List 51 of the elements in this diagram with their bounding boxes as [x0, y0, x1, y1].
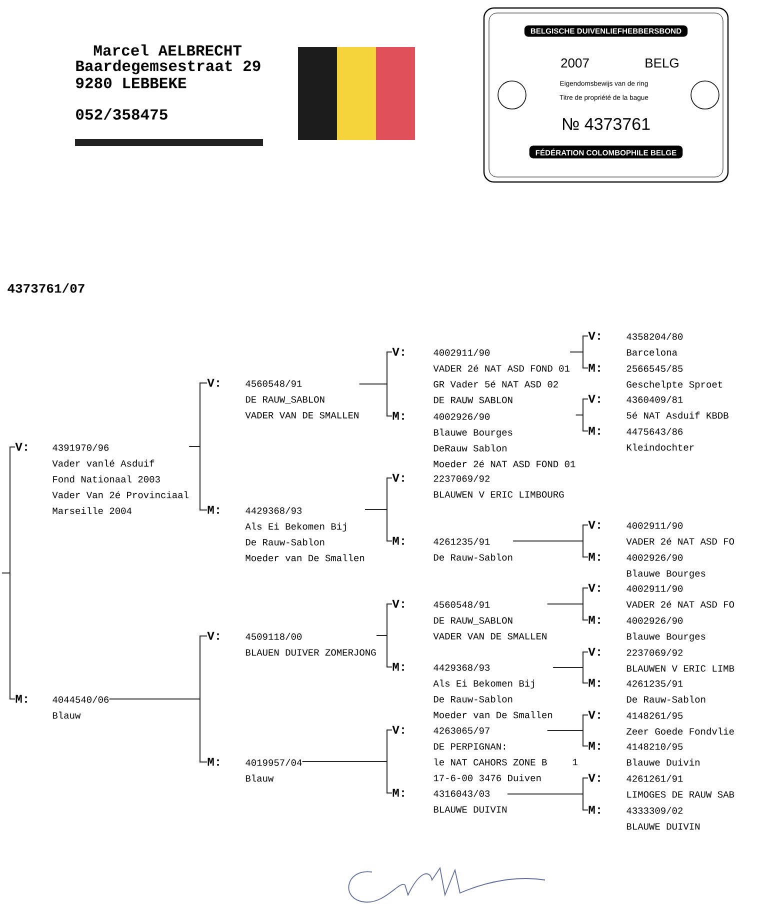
pedigree-bracket [188, 446, 208, 510]
pedigree-bracket [108, 698, 208, 762]
pedigree-entry: V: 4263065/97 DE PERPIGNAN: le NAT CAHORS ZONE B 17-6-00 3476 Duiven [392, 726, 547, 782]
pedigree-entry: V: 4360409/81 5é NAT Asduif KBDB [588, 394, 728, 419]
label-text: № 4373761 [562, 118, 650, 130]
label-text: 2007 [561, 58, 589, 68]
pedigree-entry: V: 4358204/80 Barcelona [588, 332, 683, 356]
pedigree-entry: V: 4148261/95 Zeer Goede Fondvlie [588, 710, 734, 735]
pedigree-entry: M: 4002926/90 Blauwe Bourges [588, 552, 706, 579]
pedigree-entry: V: 4391970/96 Vader vanlé Asduif Fond Nationaal 2003 Vader Van 2é Provinciaal Marseille 2004 [15, 442, 188, 514]
pedigree-entry: V: 4002911/90 VADER 2é NAT ASD FO [588, 520, 734, 545]
label-text: Baardegemsestraat 29 [76, 60, 260, 74]
pedigree-entry: M: 4148210/95 Blauwe Duivin [588, 742, 700, 766]
label-text: 9280 LEBBEKE [76, 78, 186, 88]
pedigree-entry: M: 2566545/85 Geschelpte Sproet [588, 364, 722, 390]
pedigree-entry: M: 4261235/91 De Rauw-Sablon [392, 536, 512, 561]
pedigree-entry: V: 4560548/91 DE RAUW_SABLON VADER VAN DE SMALLEN [392, 600, 546, 640]
pedigree-bracket [575, 414, 588, 432]
pedigree-bracket [546, 604, 588, 620]
pedigree-bracket [302, 761, 392, 794]
pedigree-entry: V: 4509118/00 BLAUEN DUIVER ZOMERJONG [207, 632, 376, 656]
pedigree-entry: V: 4261261/91 LIMOGES DE RAUW SAB [588, 774, 734, 798]
label-text: 4373761/07 [8, 283, 84, 293]
label-text: Marcel AELBRECHT [94, 44, 242, 56]
pedigree-entry: V: 4560548/91 DE RAUW_SABLON VADER VAN DE SMALLEN [207, 378, 358, 418]
label-text: 1 [572, 758, 578, 766]
pedigree-bracket [358, 384, 392, 416]
pedigree-bracket [376, 635, 392, 668]
label-text: 052/358475 [76, 108, 168, 120]
pedigree-bracket [364, 509, 392, 542]
pedigree-entry: M: 4261235/91 De Rauw-Sablon [588, 678, 706, 703]
pedigree-entry: V: 4002911/90 VADER 2é NAT ASD FOND 01 GR Vader 5é NAT ASD 02 DE RAUW SABLON [392, 348, 570, 404]
pedigree-entry: M: 4333309/02 BLAUWE DUIVIN [588, 806, 700, 830]
pedigree-entry: V: 2237069/92 BLAUWEN V ERIC LIMB [588, 648, 734, 672]
pedigree-bracket [2, 572, 16, 700]
pedigree-entry: M: 4475643/86 Kleindochter [588, 426, 694, 451]
pedigree-bracket [512, 540, 588, 558]
pedigree-entry: M: 4044540/06 Blauw [16, 694, 109, 719]
pedigree-entry: V: 2237069/92 BLAUWEN V ERIC LIMBOURG [392, 474, 564, 498]
pedigree-entry: M: 4002926/90 Blauwe Bourges [588, 616, 706, 642]
pedigree-entry: M: 4316043/03 BLAUWE DUIVIN [392, 788, 507, 813]
label-text: BELG [646, 58, 678, 68]
pedigree-bracket [546, 730, 588, 746]
pedigree-bracket [552, 667, 588, 684]
pedigree-entry: M: 4002926/90 Blauwe Bourges DeRauw Sablon Moeder 2é NAT ASD FOND 01 [392, 412, 576, 468]
pedigree-bracket [507, 794, 588, 810]
pedigree-entry: V: 4002911/90 VADER 2é NAT ASD FO [588, 584, 734, 608]
pedigree-bracket [570, 352, 588, 368]
pedigree-entry: M: 4429368/93 Als Ei Bekomen Bij De Rauw-Sablon Moeder van De Smallen [208, 506, 364, 562]
pedigree-entry: M: 4429368/93 Als Ei Bekomen Bij De Rauw-Sablon Moeder van De Smallen [392, 662, 552, 718]
pedigree-entry: M: 4019957/04 Blauw [208, 758, 302, 782]
